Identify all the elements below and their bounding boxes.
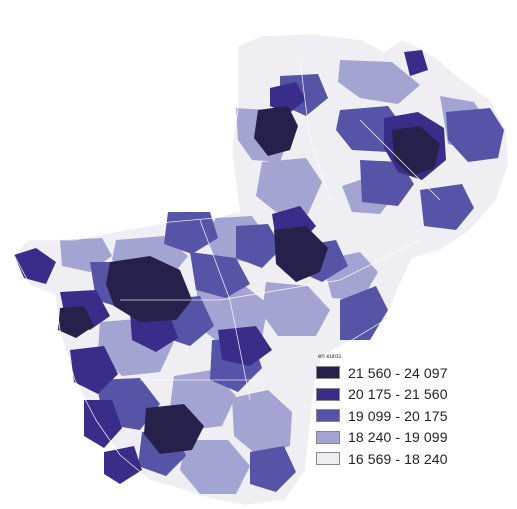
legend-label: 19 099 - 20 175 (348, 407, 448, 424)
legend-row: 20 175 - 21 560 (316, 384, 516, 406)
legend-row: 19 099 - 20 175 (316, 405, 516, 427)
district-borders (13, 33, 509, 506)
legend-classes: 21 560 - 24 097 20 175 - 21 560 19 099 - 2… (316, 362, 516, 470)
legend-row: 21 560 - 24 097 (316, 362, 516, 384)
legend-label: 20 175 - 21 560 (348, 386, 448, 403)
legend-swatch (316, 452, 340, 466)
districts-class-1 (58, 106, 440, 454)
legend-label: 21 560 - 24 097 (348, 364, 448, 381)
legend-label: 18 240 - 19 099 (348, 429, 448, 446)
map-legend: en euros 21 560 - 24 097 20 175 - 21 560 1… (316, 352, 516, 470)
legend-swatch (316, 387, 340, 401)
legend-unit: en euros (318, 354, 342, 360)
legend-label: 16 569 - 18 240 (348, 450, 448, 467)
legend-swatch (316, 409, 340, 423)
legend-row: 16 569 - 18 240 (316, 448, 516, 470)
legend-swatch (316, 430, 340, 444)
legend-row: 18 240 - 19 099 (316, 427, 516, 449)
legend-swatch (316, 366, 340, 380)
